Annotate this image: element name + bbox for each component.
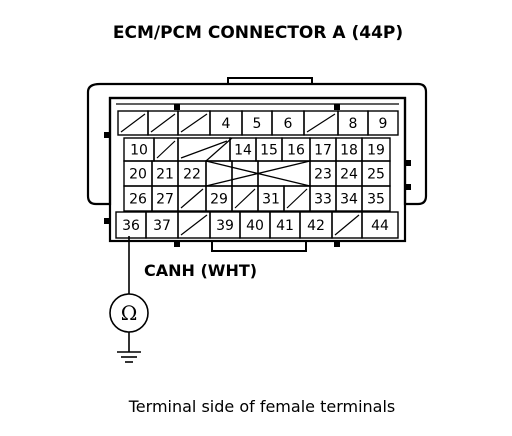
empty-terminal-mark <box>180 214 208 236</box>
terminal-number: 6 <box>284 116 293 132</box>
empty-terminal-mark <box>286 188 308 209</box>
empty-terminal-mark <box>205 137 233 162</box>
empty-terminal-mark <box>180 140 228 159</box>
terminal-number: 10 <box>130 143 148 159</box>
wire-label: CANH (WHT) <box>144 261 257 280</box>
terminal-number: 22 <box>183 167 201 183</box>
terminal-number: 24 <box>340 167 358 183</box>
blocked-area-mark <box>205 160 311 187</box>
terminal-number: 34 <box>340 192 358 208</box>
terminal-number: 27 <box>156 192 174 208</box>
empty-terminal-mark <box>306 113 336 133</box>
terminal-cell <box>367 110 399 136</box>
terminal-number: 5 <box>253 116 262 132</box>
terminal-number: 15 <box>260 143 278 159</box>
terminal-number: 33 <box>314 192 332 208</box>
terminal-number: 18 <box>340 143 358 159</box>
terminal-number: 39 <box>216 218 234 234</box>
terminal-number: 29 <box>210 192 228 208</box>
terminal-cell <box>361 211 399 239</box>
diagram-caption: Terminal side of female terminals <box>128 397 396 416</box>
terminal-cell <box>231 160 259 187</box>
terminal-number: 35 <box>367 192 385 208</box>
terminal-number: 8 <box>349 116 358 132</box>
empty-terminal-mark <box>156 140 176 159</box>
empty-terminal-mark <box>180 188 204 209</box>
ground-icon <box>117 332 141 363</box>
empty-terminal-mark <box>120 113 146 133</box>
terminal-number: 25 <box>367 167 385 183</box>
terminal-number: 21 <box>156 167 174 183</box>
terminal-number: 31 <box>262 192 280 208</box>
terminal-number: 26 <box>129 192 147 208</box>
terminal-number: 4 <box>222 116 231 132</box>
terminal-number: 41 <box>276 218 294 234</box>
terminal-number: 42 <box>307 218 325 234</box>
terminal-cell <box>257 160 311 187</box>
empty-terminal-mark <box>180 113 208 133</box>
terminal-number: 20 <box>129 167 147 183</box>
terminal-number: 19 <box>367 143 385 159</box>
terminal-number: 44 <box>371 218 389 234</box>
empty-terminal-mark <box>150 113 176 133</box>
terminal-cell <box>361 185 391 212</box>
terminal-grid: 4 5 6 8 9 10 14 15 16 17 18 19 20 21 22 23 24 25 26 27 29 31 3… <box>115 110 399 239</box>
ohmmeter: Ω <box>109 293 149 333</box>
connector-housing <box>86 77 428 252</box>
empty-terminal-mark <box>234 188 256 209</box>
terminal-number: 36 <box>122 218 140 234</box>
terminal-number: 23 <box>314 167 332 183</box>
terminal-number: 16 <box>287 143 305 159</box>
terminal-number: 9 <box>379 116 388 132</box>
terminal-number: 40 <box>246 218 264 234</box>
terminal-number: 17 <box>314 143 332 159</box>
terminal-number: 14 <box>234 143 252 159</box>
terminal-number: 37 <box>153 218 171 234</box>
ohm-icon: Ω <box>121 301 138 325</box>
diagram-title: ECM/PCM CONNECTOR A (44P) <box>113 23 403 43</box>
empty-terminal-mark <box>334 214 360 236</box>
